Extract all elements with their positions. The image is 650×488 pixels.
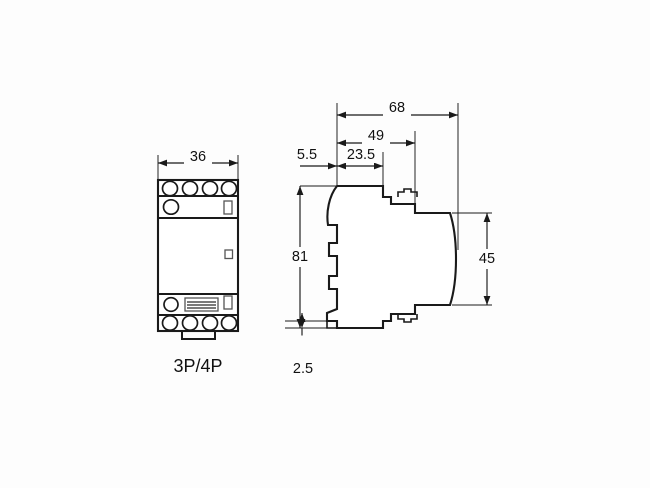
dimension-36-text-bg (184, 152, 212, 168)
dimension-23-5-label: 23.5 (347, 147, 375, 163)
dimension-36: 36 (158, 149, 238, 168)
front-view-caption: 3P/4P (173, 356, 222, 376)
dimension-5-5-label: 5.5 (297, 147, 317, 163)
dimension-23-5: 23.5 (337, 146, 383, 170)
front-indicator-hole-upper (162, 198, 180, 216)
dimension-68-text-bg (383, 103, 411, 120)
dimension-45-text-bg (475, 249, 499, 269)
side-screw-terminal-upper (397, 188, 418, 197)
front-view: 36 3P/4P (156, 149, 240, 376)
front-terminal-hole-top-2 (181, 180, 199, 197)
front-terminal-hole-top-4 (220, 180, 238, 197)
dimension-49-label: 49 (368, 128, 384, 144)
front-side-tab-middle (224, 249, 234, 260)
front-terminal-hole-bottom-4 (220, 314, 238, 332)
front-terminal-hole-top-3 (201, 180, 219, 197)
dimension-36-label: 36 (190, 149, 206, 165)
front-side-tab-upper (223, 200, 233, 215)
dimension-49: 49 (337, 128, 415, 148)
dimension-5-5-text-bg (291, 146, 323, 163)
dimension-68: 68 (337, 100, 458, 120)
side-body-profile (325, 184, 458, 330)
front-mounting-foot (181, 330, 216, 340)
dimension-45-label: 45 (479, 251, 495, 267)
dimension-81: 81 (288, 186, 312, 328)
side-view: 68 49 5.5 23.5 81 45 (285, 100, 499, 377)
front-side-tab-lower (223, 295, 233, 310)
front-terminal-hole-bottom-3 (201, 314, 219, 332)
front-terminal-hole-top-1 (161, 180, 179, 197)
dimension-2-5: 2.5 (293, 313, 313, 377)
dimension-68-label: 68 (389, 100, 405, 116)
front-terminal-hole-bottom-2 (181, 314, 199, 332)
dimension-81-text-bg (288, 247, 312, 267)
dimension-81-label: 81 (292, 249, 308, 265)
dimension-45: 45 (475, 213, 499, 305)
dimension-5-5: 5.5 (291, 146, 337, 170)
front-terminal-hole-bottom-1 (161, 314, 179, 332)
dimension-2-5-label: 2.5 (293, 361, 313, 377)
front-indicator-hole-lower (163, 296, 179, 313)
side-screw-terminal-lower (397, 314, 418, 323)
dimension-23-5-text-bg (342, 146, 380, 163)
dimension-49-text-bg (362, 131, 390, 148)
